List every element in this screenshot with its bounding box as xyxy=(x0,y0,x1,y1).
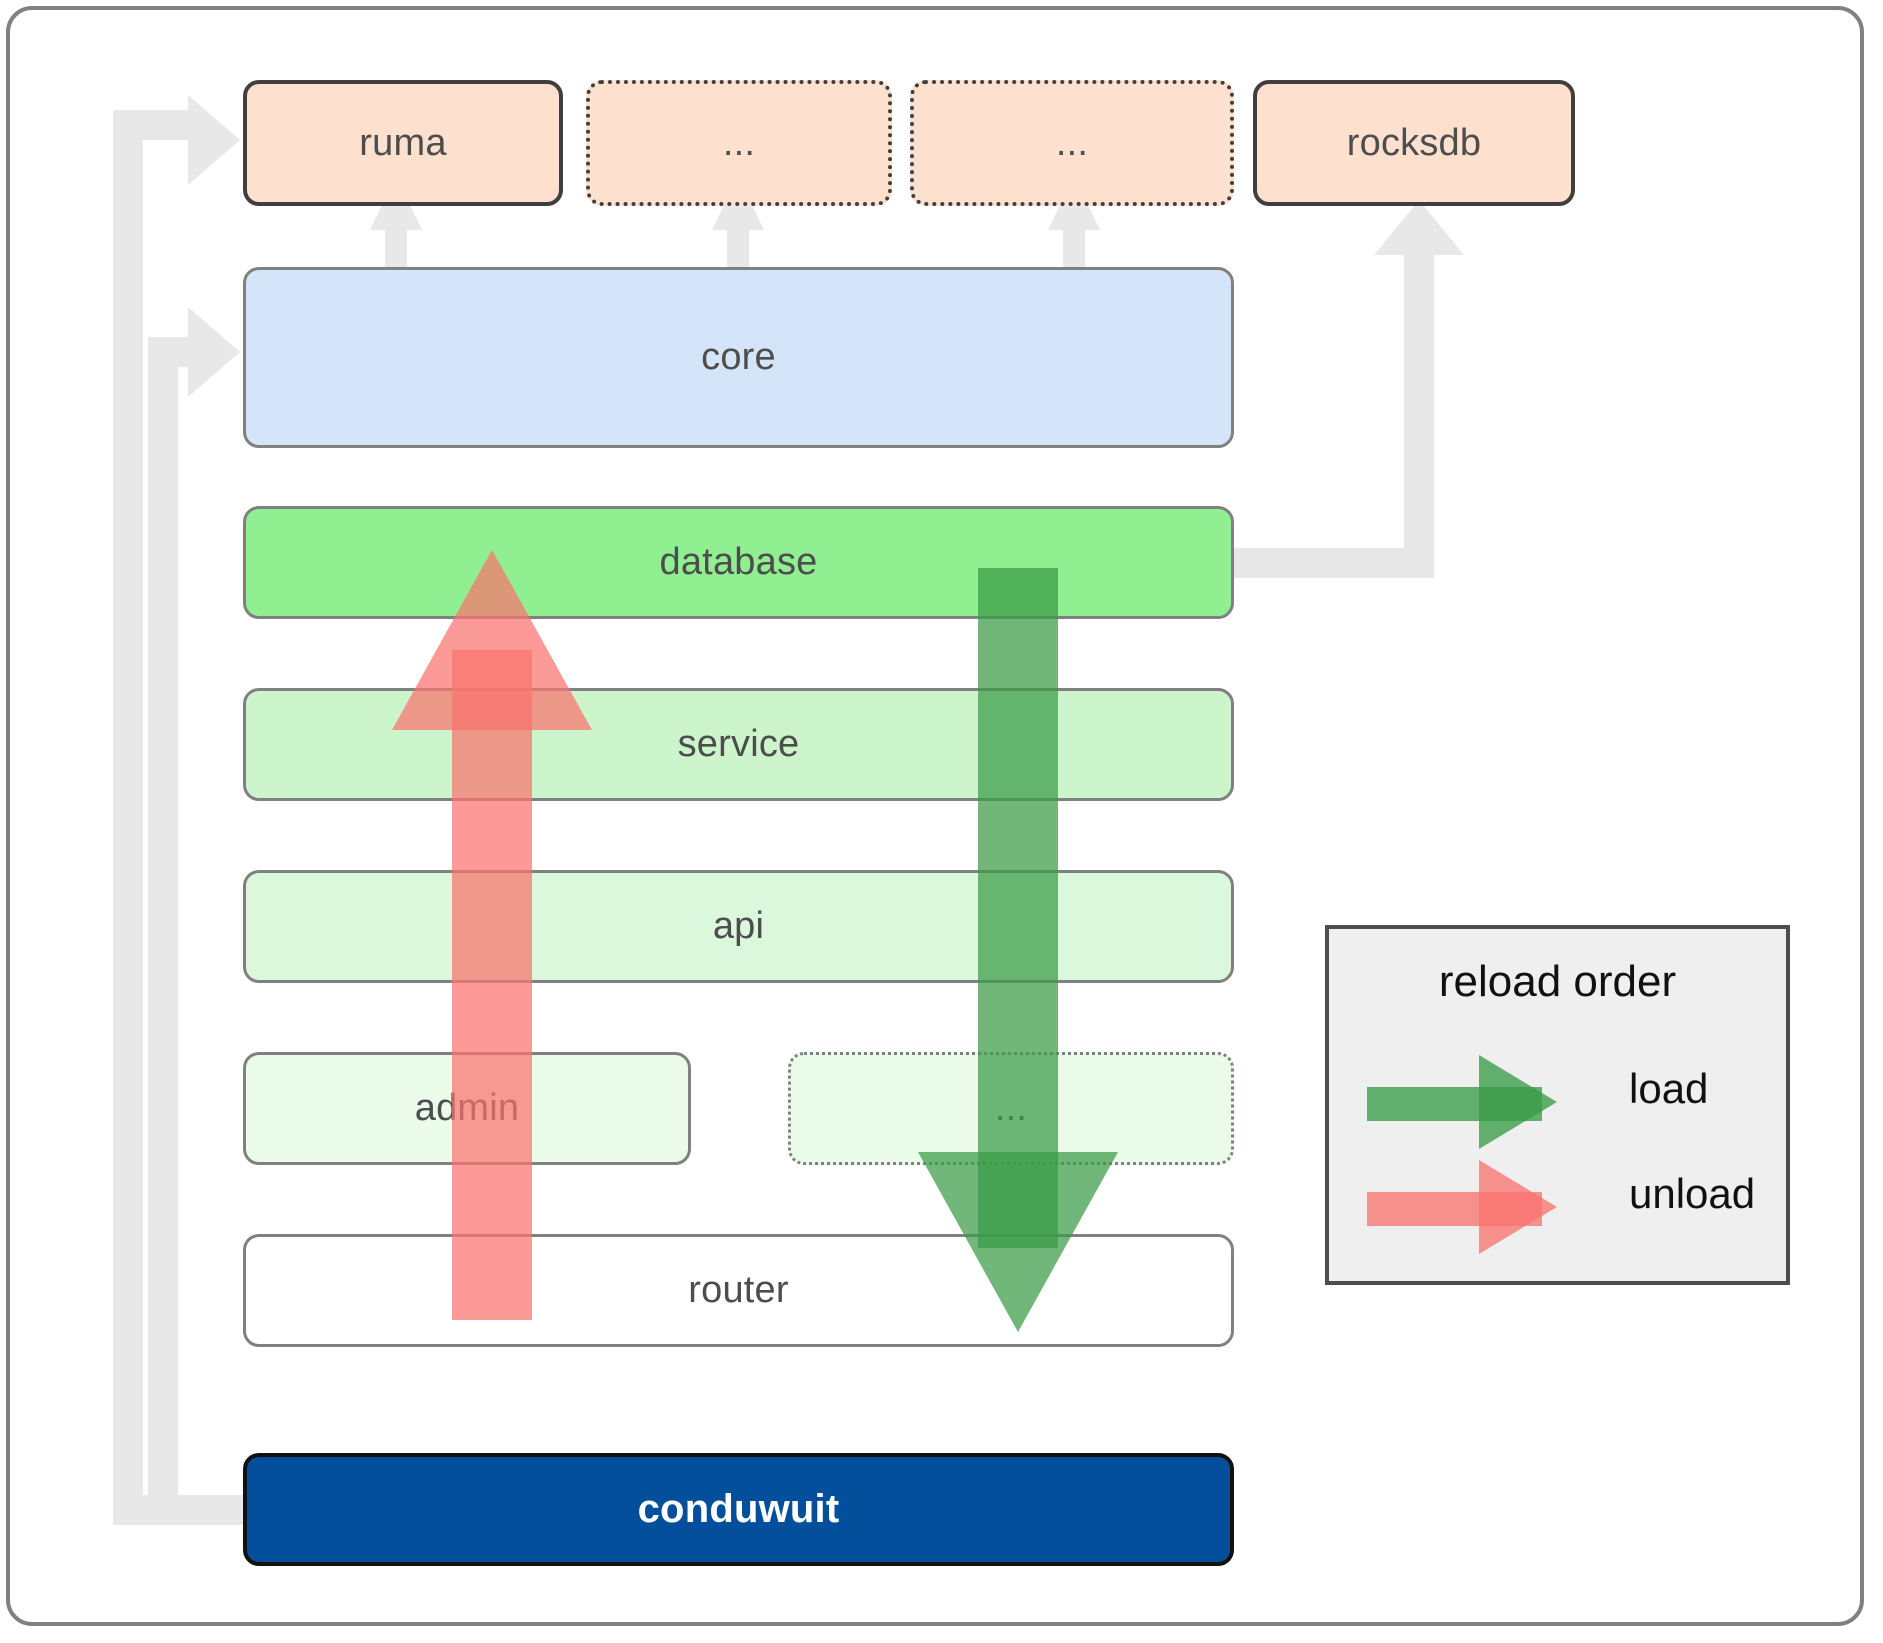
layer-box-core[interactable]: core xyxy=(243,267,1234,448)
layer-box-service[interactable]: service xyxy=(243,688,1234,801)
dep-box-dots-2-label: ... xyxy=(1055,121,1089,164)
dep-box-ruma-label: ruma xyxy=(359,121,447,164)
dep-box-ruma[interactable]: ruma xyxy=(243,80,563,206)
legend-row-load: load xyxy=(1329,1055,1786,1149)
layer-box-api[interactable]: api xyxy=(243,870,1234,983)
layer-box-admin[interactable]: admin xyxy=(243,1052,691,1165)
dep-box-dots-1[interactable]: ... xyxy=(586,80,892,206)
dep-box-dots-1-label: ... xyxy=(722,121,756,164)
layer-box-service-label: service xyxy=(677,723,800,765)
legend-title: reload order xyxy=(1438,957,1677,1006)
layer-box-router[interactable]: router xyxy=(243,1234,1234,1347)
layer-box-dots-3[interactable]: ... xyxy=(788,1052,1234,1165)
layer-box-api-label: api xyxy=(712,905,765,947)
dep-box-rocksdb[interactable]: rocksdb xyxy=(1253,80,1575,206)
root-box-conduwuit[interactable]: conduwuit xyxy=(243,1453,1234,1566)
legend-unload-arrow-head xyxy=(1479,1160,1557,1254)
dep-box-dots-2[interactable]: ... xyxy=(910,80,1234,206)
legend-panel: reload order load unload xyxy=(1325,925,1790,1285)
layer-box-dots-3-label: ... xyxy=(994,1087,1028,1129)
root-box-conduwuit-label: conduwuit xyxy=(637,1487,840,1531)
diagram-frame xyxy=(6,6,1864,1626)
legend-unload-label: unload xyxy=(1629,1170,1756,1217)
layer-box-router-label: router xyxy=(688,1269,789,1311)
dep-box-rocksdb-label: rocksdb xyxy=(1346,121,1482,164)
layer-box-database-label: database xyxy=(659,541,818,583)
legend-load-arrow-head xyxy=(1479,1055,1557,1149)
layer-box-admin-label: admin xyxy=(414,1087,520,1129)
legend-row-unload: unload xyxy=(1329,1160,1786,1254)
layer-box-core-label: core xyxy=(701,336,776,378)
legend-load-label: load xyxy=(1629,1065,1709,1112)
layer-box-database[interactable]: database xyxy=(243,506,1234,619)
